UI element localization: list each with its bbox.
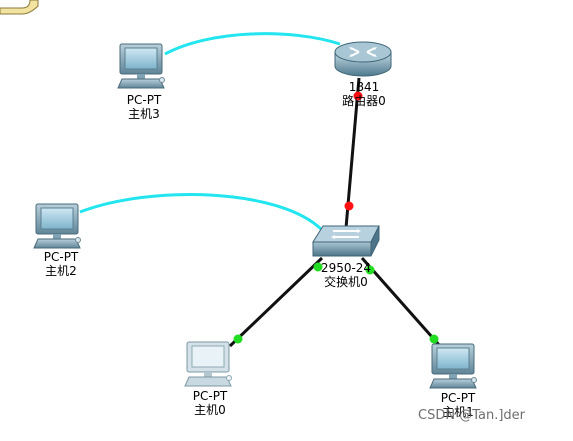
link-light-switch-uplink	[344, 201, 354, 211]
pc2-model: PC-PT	[43, 250, 79, 264]
router-model: 1841	[348, 80, 380, 94]
pc1-computer-icon[interactable]	[429, 343, 477, 389]
link-light-switch-port-pc0	[313, 262, 323, 272]
pc2-computer-icon[interactable]	[33, 203, 81, 249]
pc0-label: PC-PT 主机0	[193, 389, 228, 417]
toolbar-fragment	[0, 0, 39, 15]
pc1-name: 主机1	[442, 405, 474, 419]
pc0-name: 主机0	[194, 403, 226, 417]
switch-icon[interactable]	[312, 225, 380, 257]
router-icon[interactable]	[334, 41, 392, 77]
console-cable-pc3-router[interactable]	[164, 32, 341, 56]
link-light-pc1-port	[429, 334, 439, 344]
link-light-router-port	[353, 91, 363, 101]
pc3-name: 主机3	[128, 107, 160, 121]
pc2-name: 主机2	[45, 264, 77, 278]
router-name: 路由器0	[342, 94, 386, 108]
pc0-computer-icon[interactable]	[184, 341, 232, 387]
pc3-label: PC-PT 主机3	[127, 93, 162, 121]
pc2-label: PC-PT 主机2	[44, 250, 79, 278]
switch-model: 2950-24	[320, 261, 372, 275]
pc0-model: PC-PT	[192, 389, 228, 403]
pc1-label: PC-PT 主机1	[441, 391, 476, 419]
watermark: CSDN @Tan.]der	[418, 408, 525, 423]
cable-switch-pc0[interactable]	[228, 256, 324, 348]
console-cable-pc2-switch[interactable]	[79, 193, 324, 232]
router-label: 1841 路由器0	[342, 80, 386, 108]
switch-name: 交换机0	[324, 275, 368, 289]
pc3-model: PC-PT	[126, 93, 162, 107]
link-light-pc0-port	[233, 334, 243, 344]
link-light-switch-port-pc1	[365, 265, 375, 275]
pc3-computer-icon[interactable]	[117, 43, 165, 89]
cable-switch-pc1[interactable]	[360, 257, 442, 347]
switch-label: 2950-24 交换机0	[321, 261, 371, 289]
pc1-model: PC-PT	[440, 391, 476, 405]
